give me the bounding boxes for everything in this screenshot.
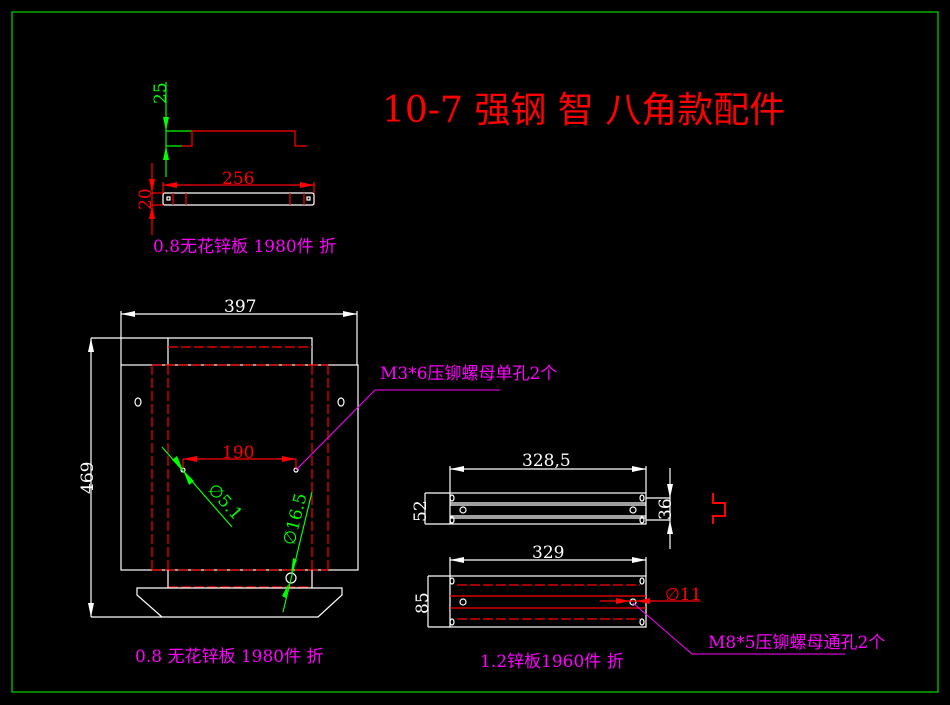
part3-dim-329: 329 (532, 543, 564, 563)
part1-dim-256: 256 (222, 169, 254, 189)
part1-dim-25: 25 (151, 82, 171, 104)
part2-dim-469: 469 (78, 462, 98, 494)
part3-dim-52: 52 (411, 500, 431, 522)
part3-dim-hole: ∅11 (665, 585, 701, 605)
part3-label: 1.2锌板1960件 折 (480, 652, 624, 672)
drawing-title: 10-7 强钢 智 八角款配件 (382, 90, 785, 131)
part2-label: 0.8 无花锌板 1980件 折 (135, 647, 324, 667)
part2-dim-hole-large: ∅16.5 (279, 491, 311, 547)
part1-dim-20: 20 (136, 188, 156, 210)
part2-dim-397: 397 (224, 297, 256, 317)
part3-dim-328-5: 328,5 (522, 451, 571, 471)
part3-dim-85: 85 (413, 592, 433, 614)
part2-dim-190: 190 (222, 443, 254, 463)
part2-note: M3*6压铆螺母单孔2个 (380, 364, 557, 384)
part3-drawing: 328,5 52 36 329 85 ∅11 (411, 451, 845, 655)
part1-label: 0.8无花锌板 1980件 折 (153, 237, 336, 257)
part2-drawing: 397 469 190 ∅5.1 ∅16.5 (78, 297, 500, 618)
drawing-border (11, 11, 939, 693)
part3-note: M8*5压铆螺母通孔2个 (708, 633, 885, 653)
part1-drawing: 25 256 20 (136, 82, 315, 235)
part3-dim-36: 36 (656, 498, 676, 520)
